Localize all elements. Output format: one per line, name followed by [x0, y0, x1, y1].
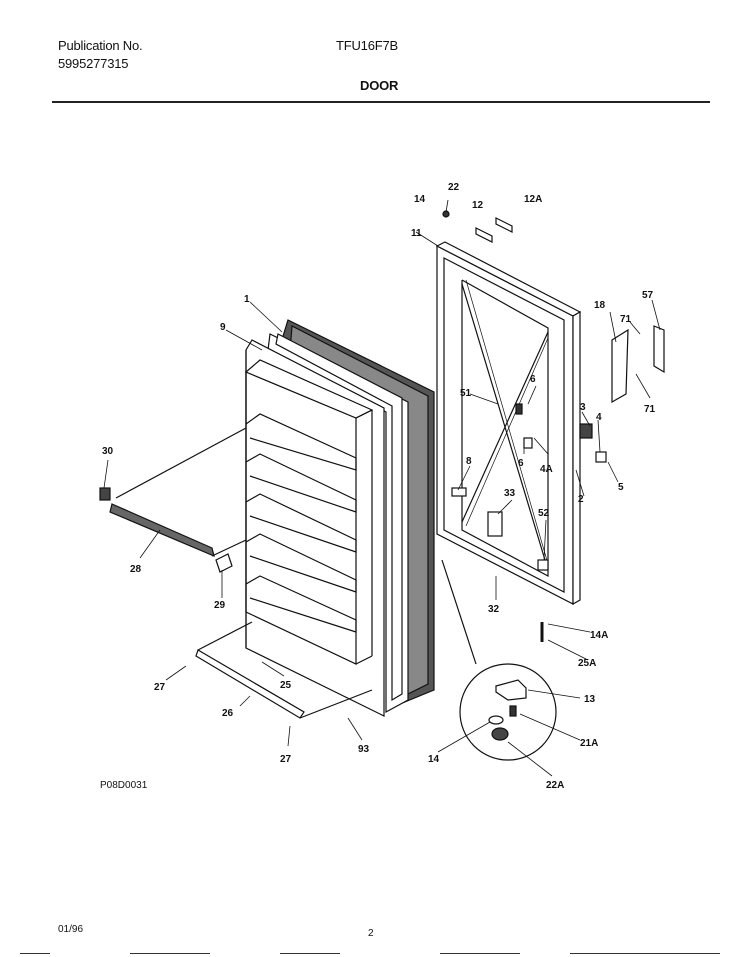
callout-18: 18: [594, 300, 606, 311]
inner-door-liner: [244, 339, 385, 717]
bottom-shelf-bar: [195, 621, 373, 719]
callout-12a: 12A: [524, 194, 542, 205]
callout-12: 12: [472, 200, 484, 211]
callout-22: 22: [448, 182, 460, 193]
callout-51: 51: [460, 388, 472, 399]
footer-date: 01/96: [58, 924, 84, 935]
callout-11: 11: [411, 228, 422, 239]
callout-1: 1: [244, 294, 250, 305]
callout-71-top: 71: [620, 314, 632, 325]
callout-5: 5: [618, 482, 624, 493]
publication-label: Publication No.: [58, 38, 143, 53]
callout-14-detail: 14: [428, 754, 440, 765]
callout-25: 25: [280, 680, 292, 691]
footer-rule-3: [280, 953, 340, 954]
callout-25a: 25A: [578, 658, 596, 669]
footer-rule-2: [130, 953, 210, 954]
callout-52: 52: [538, 508, 550, 519]
leader-lines: [103, 199, 661, 777]
hinge-parts: [442, 210, 665, 642]
header-rule: [52, 101, 710, 103]
footer-rule-5: [570, 953, 720, 954]
footer-page-number: 2: [368, 928, 374, 939]
callout-4a: 4A: [540, 464, 553, 475]
callout-2: 2: [578, 494, 584, 505]
callout-8: 8: [466, 456, 472, 467]
callout-33: 33: [504, 488, 516, 499]
door-shelf-bar: [99, 427, 247, 573]
callout-22a: 22A: [546, 780, 564, 791]
callout-4: 4: [596, 412, 602, 423]
callout-13: 13: [584, 694, 596, 705]
callout-30: 30: [102, 446, 114, 457]
callout-6-bottom: 6: [518, 458, 524, 469]
callout-6-top: 6: [530, 374, 536, 385]
drawing-code: P08D0031: [100, 780, 148, 791]
callout-21a: 21A: [580, 738, 598, 749]
callout-93: 93: [358, 744, 370, 755]
callout-29: 29: [214, 600, 226, 611]
callout-3: 3: [580, 402, 586, 413]
callout-28: 28: [130, 564, 142, 575]
model-number: TFU16F7B: [336, 38, 398, 53]
callout-9: 9: [220, 322, 226, 333]
callout-26: 26: [222, 708, 234, 719]
callout-71-bottom: 71: [644, 404, 656, 415]
publication-number: 5995277315: [58, 56, 129, 71]
callout-27-bottom: 27: [280, 754, 292, 765]
footer-rule-1: [20, 953, 50, 954]
callout-14a: 14A: [590, 630, 608, 641]
outer-door-panel: [435, 241, 582, 606]
callout-57: 57: [642, 290, 654, 301]
callout-14-top: 14: [414, 194, 426, 205]
callout-32: 32: [488, 604, 500, 615]
hinge-detail-circle: [441, 559, 557, 761]
section-title: DOOR: [360, 78, 399, 93]
footer-rule-4: [440, 953, 520, 954]
callout-27-left: 27: [154, 682, 166, 693]
